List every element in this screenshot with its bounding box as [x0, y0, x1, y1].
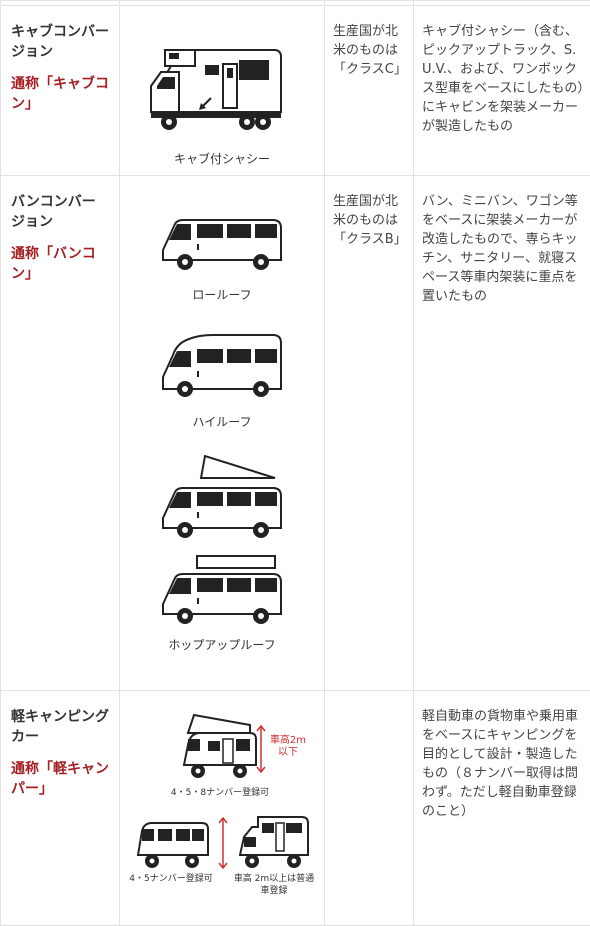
figure-caption: 4・5ナンバー登録可 — [126, 873, 216, 885]
description-cell: キャブ付シャシー（含む、ピックアップトラック、S. U.V.、および、ワンボック… — [414, 6, 590, 176]
table-row: 軽キャンピングカー 通称「軽キャンパー」 — [1, 691, 590, 926]
category-cell: 軽キャンピングカー 通称「軽キャンパー」 — [1, 691, 120, 926]
category-cell: キャブコンバージョン 通称「キャブコン」 — [1, 6, 120, 176]
figure-caption: 4・5・8ナンバー登録可 — [150, 787, 290, 799]
height-marker-icon — [256, 725, 266, 773]
origin-text — [325, 691, 413, 707]
figure-caption: ハイルーフ — [120, 413, 324, 430]
category-alias: 通称「軽キャンパー」 — [1, 747, 119, 799]
category-name: キャブコンバージョン — [1, 6, 119, 62]
kei-van-icon — [134, 817, 210, 871]
cab-chassis-camper-icon — [147, 42, 297, 142]
kei-popup-camper-icon — [178, 711, 258, 783]
origin-cell: 生産国が北米のものは「クラスC」 — [325, 6, 414, 176]
high-roof-van-icon — [157, 331, 287, 399]
figure-caption: キャブ付シャシー — [120, 150, 324, 167]
low-roof-van-icon — [157, 210, 287, 272]
description-cell: バン、ミニバン、ワゴン等をベースに架装メーカーが改造したもので、専らキッチン、サ… — [414, 176, 590, 691]
description-text: キャブ付シャシー（含む、ピックアップトラック、S. U.V.、および、ワンボック… — [414, 6, 590, 136]
figure-cell: 車高2m以下 4・5・8ナンバー登録可 4・5ナンバー登 — [120, 691, 325, 926]
category-name: バンコンバージョン — [1, 176, 119, 232]
table-row: キャブコンバージョン 通称「キャブコン」 — [1, 6, 590, 176]
pop-up-roof-closed-van-icon — [157, 554, 287, 626]
description-text: バン、ミニバン、ワゴン等をベースに架装メーカーが改造したもので、専らキッチン、サ… — [414, 176, 590, 306]
origin-cell: 生産国が北米のものは「クラスB」 — [325, 176, 414, 691]
origin-text: 生産国が北米のものは「クラスB」 — [325, 176, 413, 249]
category-alias: 通称「キャブコン」 — [1, 62, 119, 114]
category-cell: バンコンバージョン 通称「バンコン」 — [1, 176, 120, 691]
figure-caption: 車高 2m以上は普通車登録 — [232, 873, 316, 897]
origin-cell — [325, 691, 414, 926]
description-text: 軽自動車の貨物車や乗用車をベースにキャンピングを目的として設計・製造したもの（８… — [414, 691, 590, 821]
kei-cab-camper-icon — [234, 811, 310, 871]
height-marker-icon — [218, 817, 228, 869]
table-row: バンコンバージョン 通称「バンコン」 ロールーフ — [1, 176, 590, 691]
figure-cell: ロールーフ ハイルーフ — [120, 176, 325, 691]
origin-text: 生産国が北米のものは「クラスC」 — [325, 6, 413, 79]
figure-cell: キャブ付シャシー — [120, 6, 325, 176]
figure-caption: ロールーフ — [120, 286, 324, 303]
description-cell: 軽自動車の貨物車や乗用車をベースにキャンピングを目的として設計・製造したもの（８… — [414, 691, 590, 926]
figure-caption: ホップアップルーフ — [120, 636, 324, 653]
pop-up-roof-van-icon — [157, 454, 287, 540]
category-alias: 通称「バンコン」 — [1, 232, 119, 284]
category-name: 軽キャンピングカー — [1, 691, 119, 747]
height-label: 車高2m以下 — [268, 735, 308, 759]
